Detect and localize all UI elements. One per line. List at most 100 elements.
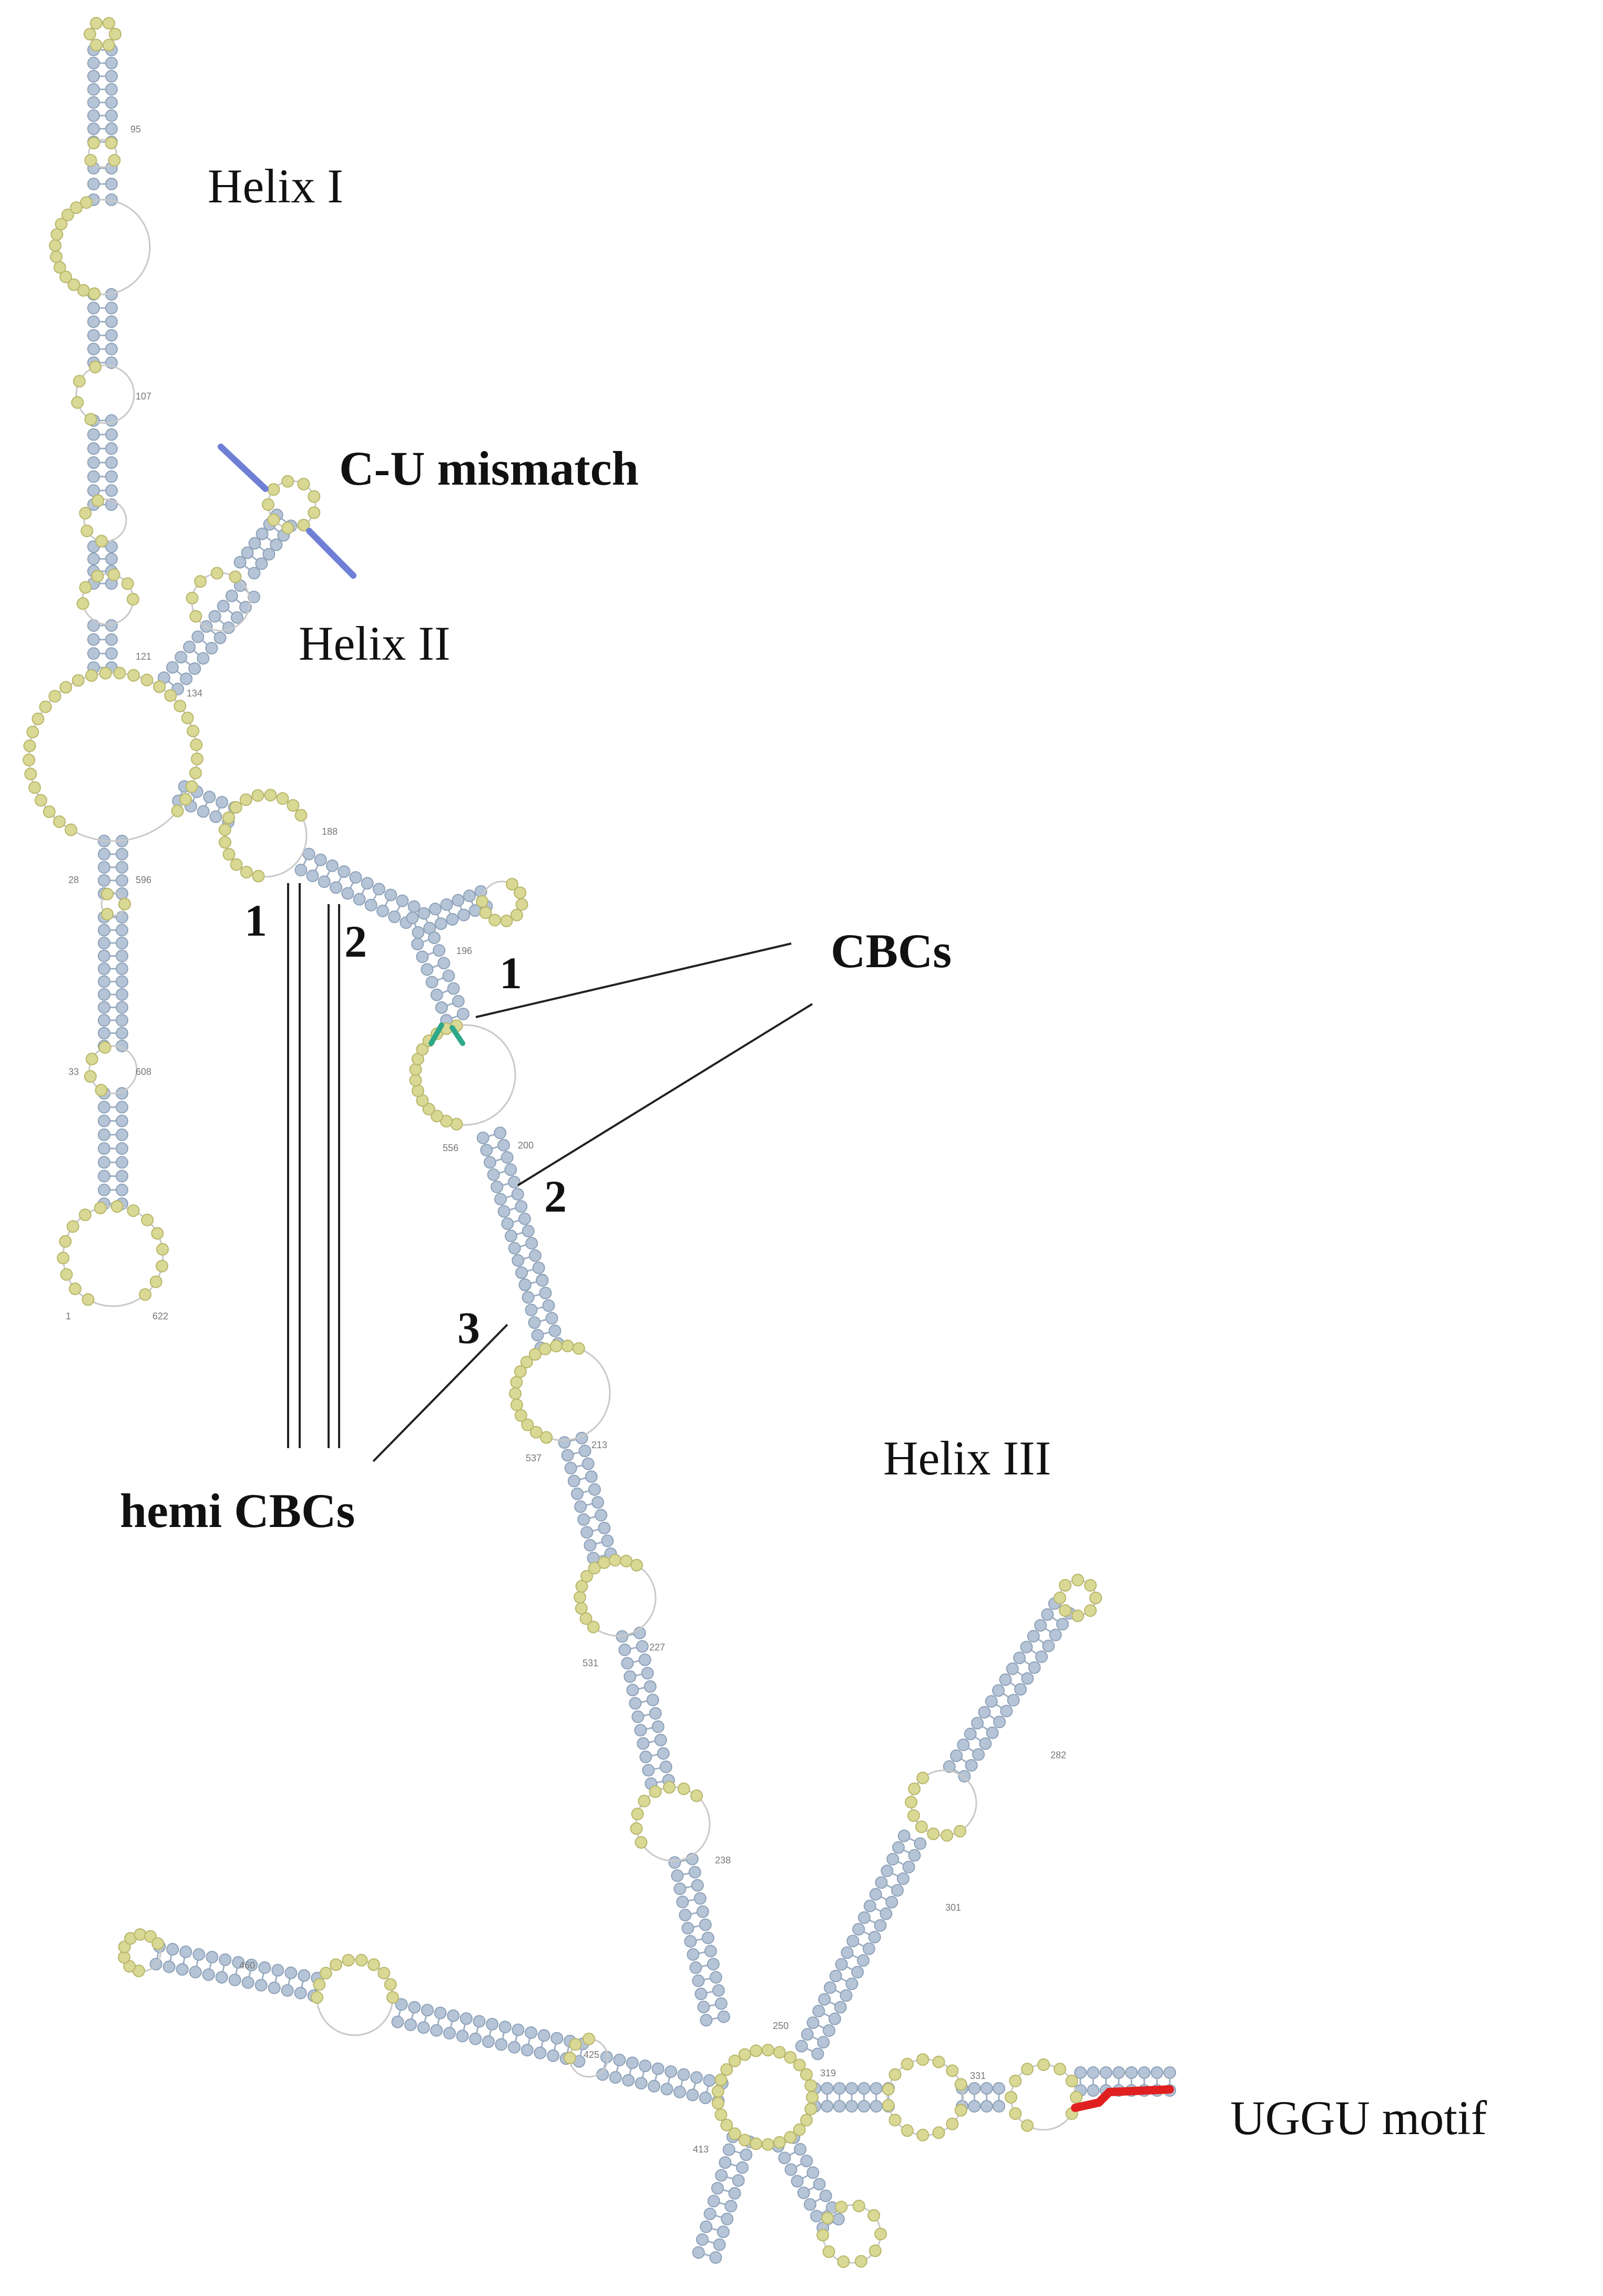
paired-nucleotide [482, 2035, 495, 2048]
loop-nucleotide [264, 788, 277, 802]
loop-nucleotide [564, 2052, 576, 2064]
paired-nucleotide [228, 1973, 241, 1986]
loop-nucleotide [816, 2229, 829, 2242]
paired-nucleotide [216, 796, 229, 809]
loop-nucleotide [151, 1227, 164, 1240]
loop-nucleotide [800, 2068, 813, 2081]
uggu-marker [1071, 2085, 1174, 2112]
paired-nucleotide [534, 2046, 547, 2059]
paired-nucleotide [585, 1470, 598, 1483]
loop-nucleotide [65, 823, 77, 836]
loop-nucleotide [53, 261, 66, 274]
paired-nucleotide [1163, 2066, 1176, 2079]
loop-nucleotide [49, 239, 62, 252]
loop-nucleotide [190, 739, 203, 751]
paired-nucleotide [98, 1183, 110, 1196]
paired-nucleotide [98, 1001, 110, 1014]
loop-nucleotide [73, 375, 86, 388]
loop-nucleotide [262, 498, 274, 511]
paired-nucleotide [87, 428, 100, 441]
paired-nucleotide [225, 589, 238, 602]
paired-nucleotide [1027, 1629, 1040, 1643]
loop-nucleotide [91, 570, 104, 583]
paired-nucleotide [416, 950, 429, 964]
paired-nucleotide [217, 600, 230, 612]
paired-nucleotide [684, 1935, 697, 1948]
paired-nucleotide [875, 1876, 888, 1889]
loop-nucleotide [837, 2255, 850, 2268]
paired-nucleotide [584, 1539, 597, 1552]
paired-nucleotide [87, 619, 100, 632]
loop-nucleotide [711, 2097, 724, 2110]
paired-nucleotide [561, 1449, 574, 1462]
loop-nucleotide [113, 667, 126, 680]
paired-nucleotide [1099, 2066, 1112, 2079]
paired-nucleotide [203, 791, 216, 804]
paired-nucleotide [434, 917, 447, 930]
paired-nucleotide [1112, 2066, 1125, 2079]
paired-nucleotide [501, 1151, 514, 1164]
loop-nucleotide [916, 2128, 930, 2141]
loop-nucleotide [386, 1991, 399, 2004]
paired-nucleotide [87, 552, 100, 566]
paired-nucleotide [484, 1156, 496, 1169]
loop-nucleotide [60, 1268, 73, 1281]
paired-nucleotide [818, 1993, 831, 2006]
paired-nucleotide [98, 949, 110, 962]
loop-nucleotide [1089, 1592, 1102, 1604]
paired-nucleotide [728, 2187, 741, 2200]
paired-nucleotide [391, 2015, 404, 2028]
paired-nucleotide [442, 969, 455, 982]
paired-nucleotide [971, 1717, 984, 1730]
paired-nucleotide [116, 1170, 128, 1183]
paired-nucleotide [892, 1841, 905, 1854]
paired-nucleotide [986, 1726, 999, 1739]
paired-nucleotide [699, 1918, 712, 1931]
paired-nucleotide [294, 1986, 307, 2000]
paired-nucleotide [1074, 2066, 1087, 2079]
paired-nucleotide [609, 2071, 622, 2084]
paired-nucleotide [457, 908, 471, 921]
loop-nucleotide [514, 1365, 527, 1378]
paired-nucleotide [271, 1964, 284, 1977]
loop-nucleotide [728, 2127, 741, 2140]
loop-nucleotide [140, 673, 154, 686]
paired-nucleotide [699, 2092, 712, 2104]
paired-nucleotide [637, 1737, 650, 1750]
loop-nucleotide [70, 201, 83, 214]
paired-nucleotide [232, 1956, 245, 1969]
loop-nucleotide [793, 2123, 806, 2136]
loop-nucleotide [946, 2117, 959, 2130]
paired-nucleotide [166, 1943, 179, 1956]
paired-nucleotide [255, 557, 268, 570]
loop-nucleotide [90, 17, 103, 30]
loop-nucleotide [222, 811, 235, 824]
loop-nucleotide [240, 866, 253, 879]
paired-nucleotide [992, 1684, 1005, 1697]
paired-nucleotide [116, 848, 128, 860]
loop-nucleotide [598, 1556, 611, 1569]
loop-nucleotide [88, 287, 101, 300]
loop-nucleotide [509, 1387, 522, 1400]
loop-nucleotide [711, 2085, 724, 2098]
paired-nucleotide [515, 1266, 528, 1279]
paired-nucleotide [495, 2038, 508, 2051]
paired-nucleotide [964, 1727, 977, 1740]
paired-nucleotide [241, 546, 254, 559]
paired-nucleotide [447, 982, 460, 995]
paired-nucleotide [810, 2210, 823, 2222]
loop-nucleotide [476, 895, 488, 908]
paired-nucleotide [856, 1954, 870, 1967]
paired-nucleotide [213, 631, 227, 644]
helix-1-label: Helix I [208, 159, 343, 213]
paired-nucleotide [993, 2100, 1005, 2113]
loop-nucleotide [663, 1781, 676, 1794]
paired-nucleotide [801, 2028, 814, 2041]
paired-nucleotide [1020, 1641, 1033, 1654]
loop-nucleotide [66, 1220, 79, 1233]
loop-nucleotide [252, 869, 265, 883]
paired-nucleotide [564, 1462, 577, 1474]
loop-nucleotide [367, 1958, 380, 1971]
paired-nucleotide [116, 1142, 128, 1155]
cbcs-label: CBCs [831, 924, 952, 978]
